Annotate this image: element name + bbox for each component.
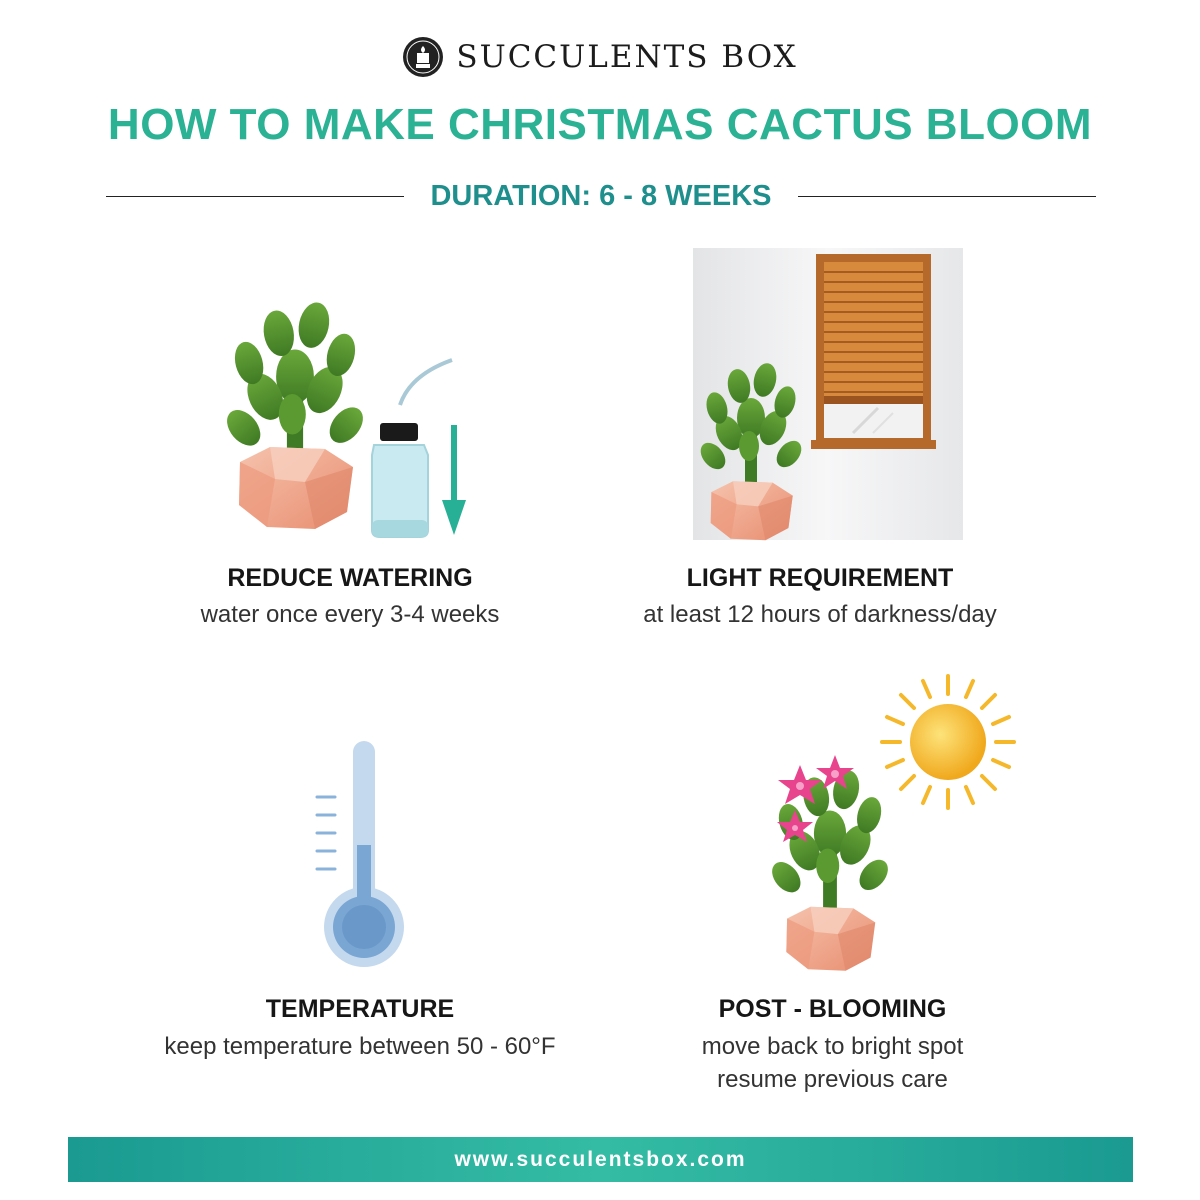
window-blind-icon xyxy=(693,248,963,541)
cactus-watering-icon xyxy=(220,299,466,538)
step-title-reduce-watering: REDUCE WATERING xyxy=(227,564,473,592)
divider-left xyxy=(106,195,405,197)
step-title-temperature: TEMPERATURE xyxy=(265,995,455,1023)
blooming-cactus-sun-icon xyxy=(770,674,1016,971)
divider-right xyxy=(797,195,1097,197)
footer-bar: www.succulentsbox.com xyxy=(68,1137,1133,1182)
succulents-box-logo-icon xyxy=(403,37,444,77)
step-desc-light-requirement: at least 12 hours of darkness/day xyxy=(643,601,997,628)
step-desc-post-blooming-2: resume previous care xyxy=(717,1066,948,1093)
step-desc-post-blooming-1: move back to bright spot xyxy=(701,1033,964,1060)
brand-header: SUCCULENTS BOX xyxy=(0,36,1200,78)
website-link[interactable]: www.succulentsbox.com xyxy=(454,1147,747,1171)
step-desc-temperature: keep temperature between 50 - 60°F xyxy=(164,1033,556,1060)
duration-row: DURATION: 6 - 8 WEEKS xyxy=(106,176,1097,216)
duration-label: DURATION: 6 - 8 WEEKS xyxy=(430,179,772,212)
page-title: HOW TO MAKE CHRISTMAS CACTUS BLOOM xyxy=(107,100,1093,149)
thermometer-icon xyxy=(315,741,404,967)
step-desc-reduce-watering: water once every 3-4 weeks xyxy=(200,601,500,628)
step-title-post-blooming: POST - BLOOMING xyxy=(718,995,947,1023)
step-title-light-requirement: LIGHT REQUIREMENT xyxy=(686,564,954,592)
brand-name: SUCCULENTS BOX xyxy=(456,39,798,75)
